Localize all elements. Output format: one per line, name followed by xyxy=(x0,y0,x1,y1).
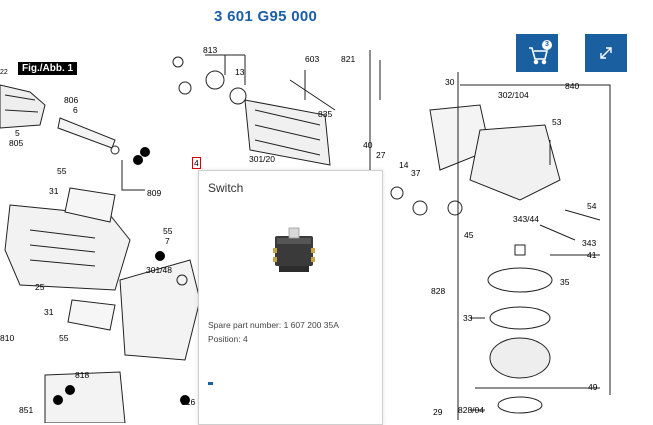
position-label[interactable]: 805 xyxy=(9,138,24,148)
position-label[interactable]: 55 xyxy=(163,226,173,236)
position-label[interactable]: 302/104 xyxy=(498,90,529,100)
position-label[interactable]: 840 xyxy=(565,81,580,91)
position-info: Position: 4 xyxy=(208,334,248,344)
expand-icon xyxy=(600,47,612,59)
cart-count-badge: 3 xyxy=(542,40,552,50)
position-label[interactable]: 806 xyxy=(64,95,79,105)
cart-button[interactable]: 3 xyxy=(516,34,558,72)
position-label[interactable]: 835 xyxy=(318,109,333,119)
position-label[interactable]: 851 xyxy=(19,405,34,415)
position-label[interactable]: 301/20 xyxy=(249,154,275,164)
position-label[interactable]: 25 xyxy=(35,282,45,292)
position-label[interactable]: 343/44 xyxy=(513,214,539,224)
position-label[interactable]: 816 xyxy=(181,397,196,407)
figure-number: 22 xyxy=(0,69,8,76)
position-label[interactable]: 818 xyxy=(75,370,90,380)
spare-part-number: Spare part number: 1 607 200 35A xyxy=(208,320,339,330)
position-label[interactable]: 301/48 xyxy=(146,265,172,275)
position-label[interactable]: 821 xyxy=(341,54,356,64)
position-label[interactable]: 5 xyxy=(15,128,20,138)
position-label[interactable]: 49 xyxy=(588,382,598,392)
position-label[interactable]: 4 xyxy=(192,157,201,169)
position-label[interactable]: 7 xyxy=(165,236,170,246)
position-label[interactable]: 813 xyxy=(203,45,218,55)
position-label[interactable]: 809 xyxy=(147,188,162,198)
position-label[interactable]: 31 xyxy=(49,186,59,196)
position-label[interactable]: 603 xyxy=(305,54,320,64)
position-label[interactable]: 40 xyxy=(363,140,373,150)
position-label[interactable]: 810 xyxy=(0,333,15,343)
figure-tag: Fig./Abb. 1 xyxy=(18,62,78,75)
position-label[interactable]: 343 xyxy=(582,238,597,248)
position-label[interactable]: 55 xyxy=(57,166,67,176)
popup-title: Switch xyxy=(208,181,244,195)
position-label[interactable]: 31 xyxy=(44,307,54,317)
position-label[interactable]: 828/04 xyxy=(458,405,484,415)
popup-action-link[interactable] xyxy=(208,382,213,385)
position-label[interactable]: 41 xyxy=(587,250,597,260)
position-label[interactable]: 45 xyxy=(464,230,474,240)
cart-icon xyxy=(529,47,549,65)
switch-part-image xyxy=(273,227,315,272)
position-label[interactable]: 54 xyxy=(587,201,597,211)
position-label[interactable]: 29 xyxy=(433,407,443,417)
part-info-popup: Switch Spare part number: 1 607 200 35A … xyxy=(198,170,383,425)
position-label[interactable]: 27 xyxy=(376,150,386,160)
position-label[interactable]: 37 xyxy=(411,168,421,178)
position-label[interactable]: 53 xyxy=(552,117,562,127)
position-label[interactable]: 13 xyxy=(235,67,245,77)
position-label[interactable]: 6 xyxy=(73,105,78,115)
position-label[interactable]: 33 xyxy=(463,313,473,323)
position-label[interactable]: 14 xyxy=(399,160,409,170)
position-label[interactable]: 30 xyxy=(445,77,455,87)
position-label[interactable]: 828 xyxy=(431,286,446,296)
page-title: 3 601 G95 000 xyxy=(214,8,318,25)
position-label[interactable]: 35 xyxy=(560,277,570,287)
position-label[interactable]: 55 xyxy=(59,333,69,343)
expand-button[interactable] xyxy=(585,34,627,72)
